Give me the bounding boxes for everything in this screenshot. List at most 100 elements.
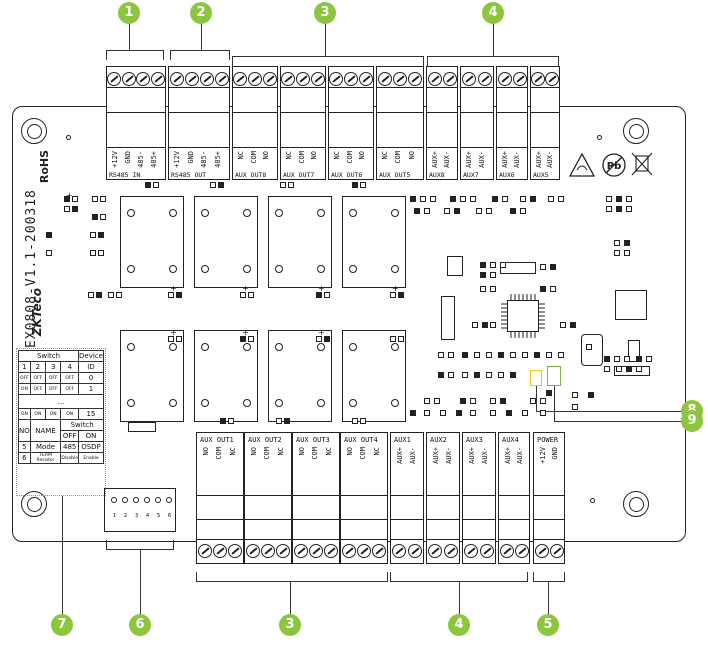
no-header: NO bbox=[18, 419, 31, 442]
terminal-band bbox=[281, 87, 325, 88]
compliance-icons: Pb bbox=[568, 152, 653, 177]
relay-pin bbox=[243, 399, 251, 407]
dip-cell: OFF bbox=[60, 383, 80, 395]
screw-icon bbox=[228, 544, 243, 558]
smd-component bbox=[606, 206, 612, 212]
smd-component bbox=[352, 182, 358, 188]
pin-label: GND bbox=[186, 151, 195, 164]
leader-line bbox=[140, 550, 142, 616]
terminal-band bbox=[461, 112, 493, 113]
smd-component bbox=[626, 196, 632, 202]
terminal-band bbox=[107, 112, 165, 113]
dip-cell: ON bbox=[60, 408, 80, 420]
pin-label: AUX- bbox=[443, 151, 451, 168]
callout-3-bottom: 3 bbox=[279, 614, 301, 636]
smd-component bbox=[470, 398, 476, 404]
terminal-band bbox=[197, 495, 243, 496]
screw-icon bbox=[260, 544, 275, 558]
terminal-caption: AUX OUT2 bbox=[248, 436, 282, 444]
screw-row bbox=[245, 541, 291, 561]
smd-component bbox=[506, 410, 512, 416]
smd-component bbox=[626, 206, 632, 212]
terminal-band bbox=[197, 539, 243, 540]
smd-component bbox=[444, 208, 450, 214]
smd-component bbox=[168, 336, 174, 342]
smd-component bbox=[210, 182, 216, 188]
leader-line bbox=[459, 582, 461, 616]
ic-chip bbox=[441, 296, 455, 340]
terminal-band bbox=[377, 147, 423, 148]
screw-icon bbox=[408, 544, 422, 558]
pin-label: GND bbox=[124, 151, 132, 164]
plus-mark: + bbox=[318, 328, 325, 337]
screw-icon bbox=[329, 72, 344, 86]
screw-icon bbox=[549, 544, 564, 558]
terminal-caption: AUX8 bbox=[429, 171, 445, 179]
row5-on: OSDP bbox=[78, 441, 104, 453]
smd-component bbox=[546, 390, 552, 396]
smd-component bbox=[502, 196, 508, 202]
smd-component bbox=[456, 410, 462, 416]
smd-component bbox=[324, 336, 330, 342]
mounting-hole-top-left bbox=[21, 118, 47, 144]
relay-pin bbox=[349, 209, 357, 217]
smd-component bbox=[624, 250, 630, 256]
switch-header: Switch bbox=[17, 350, 80, 362]
smd-component bbox=[550, 264, 556, 270]
terminal-band bbox=[427, 112, 457, 113]
dip-number: 5 bbox=[157, 513, 161, 519]
terminal-caption: AUX OUT4 bbox=[344, 436, 378, 444]
plus-mark: + bbox=[66, 191, 73, 200]
smd-component bbox=[490, 322, 496, 328]
mounting-hole-top-right bbox=[623, 118, 649, 144]
pin-label: NO bbox=[298, 447, 306, 456]
smd-component bbox=[448, 352, 454, 358]
pin-label: NC bbox=[381, 151, 389, 160]
relay-pin bbox=[169, 209, 177, 217]
terminal-band bbox=[463, 495, 495, 496]
callout-4-top: 4 bbox=[482, 2, 504, 24]
terminal-band bbox=[233, 87, 277, 88]
terminal-band bbox=[531, 147, 559, 148]
relay-pin bbox=[391, 265, 399, 273]
smd-component bbox=[534, 352, 540, 358]
smd-component bbox=[540, 286, 546, 292]
plus-mark: + bbox=[392, 284, 399, 293]
relay-pin bbox=[349, 265, 357, 273]
terminal-caption: AUX1 bbox=[394, 436, 411, 444]
smd-component bbox=[572, 392, 578, 398]
screw-icon bbox=[512, 72, 527, 86]
smd-component bbox=[588, 392, 594, 398]
terminal-band bbox=[427, 147, 457, 148]
row6-on: Enable bbox=[78, 452, 104, 464]
terminal-band bbox=[497, 87, 527, 88]
screw-row bbox=[169, 69, 229, 89]
smd-component bbox=[498, 352, 504, 358]
pin-label: NO bbox=[250, 447, 258, 456]
dip-pin bbox=[144, 497, 150, 503]
smd-component bbox=[90, 232, 96, 238]
terminal-band bbox=[497, 112, 527, 113]
terminal-band bbox=[169, 112, 229, 113]
smd-component bbox=[248, 292, 254, 298]
screw-icon bbox=[514, 544, 529, 558]
relay-pin bbox=[275, 209, 283, 217]
pin-label: AUX- bbox=[516, 447, 524, 464]
terminal-band bbox=[341, 539, 387, 540]
screw-icon bbox=[343, 72, 358, 86]
pin-label: 485+ bbox=[213, 151, 222, 168]
mcu-pins bbox=[501, 294, 545, 338]
screw-row bbox=[461, 69, 493, 89]
col-2: 2 bbox=[29, 361, 47, 373]
terminal-band bbox=[293, 495, 339, 496]
screw-icon bbox=[262, 72, 277, 86]
screw-icon bbox=[245, 544, 260, 558]
smd-component bbox=[228, 418, 234, 424]
pin-label: COM bbox=[249, 151, 258, 164]
smd-component bbox=[510, 352, 516, 358]
pin-label: AUX- bbox=[478, 151, 486, 168]
relay-pin bbox=[201, 343, 209, 351]
